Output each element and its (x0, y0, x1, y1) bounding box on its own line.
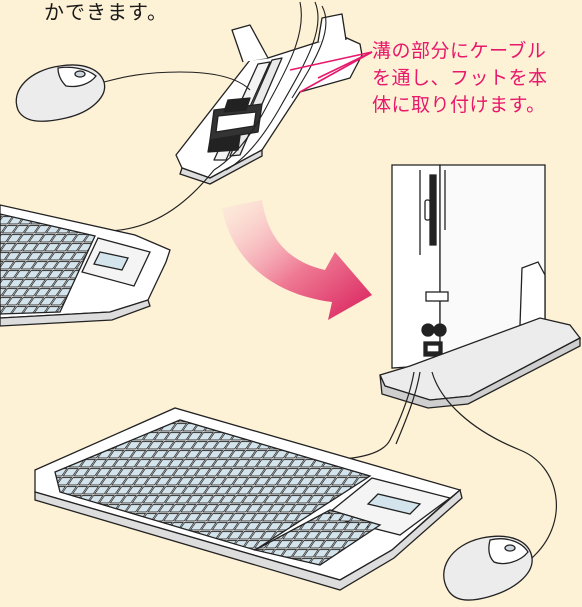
keyboard-top (0, 204, 171, 327)
foot-stand (175, 13, 363, 185)
curved-arrow (222, 200, 372, 320)
tower-foot (379, 317, 581, 409)
callout-pointer (289, 51, 373, 93)
callout-line-2: を通し、フットを本 (372, 67, 548, 89)
top-caption: かできます。 (44, 0, 168, 24)
callout-line-3: 体に取り付けます。 (372, 94, 546, 116)
callout-line-1: 溝の部分にケーブル (372, 40, 547, 62)
callout-text: 溝の部分にケーブル を通し、フットを本 体に取り付けます。 (372, 38, 578, 119)
keyboard-main (34, 407, 463, 591)
mouse-main (443, 535, 533, 601)
mouse-top (15, 64, 251, 122)
pc-tower (391, 164, 546, 369)
